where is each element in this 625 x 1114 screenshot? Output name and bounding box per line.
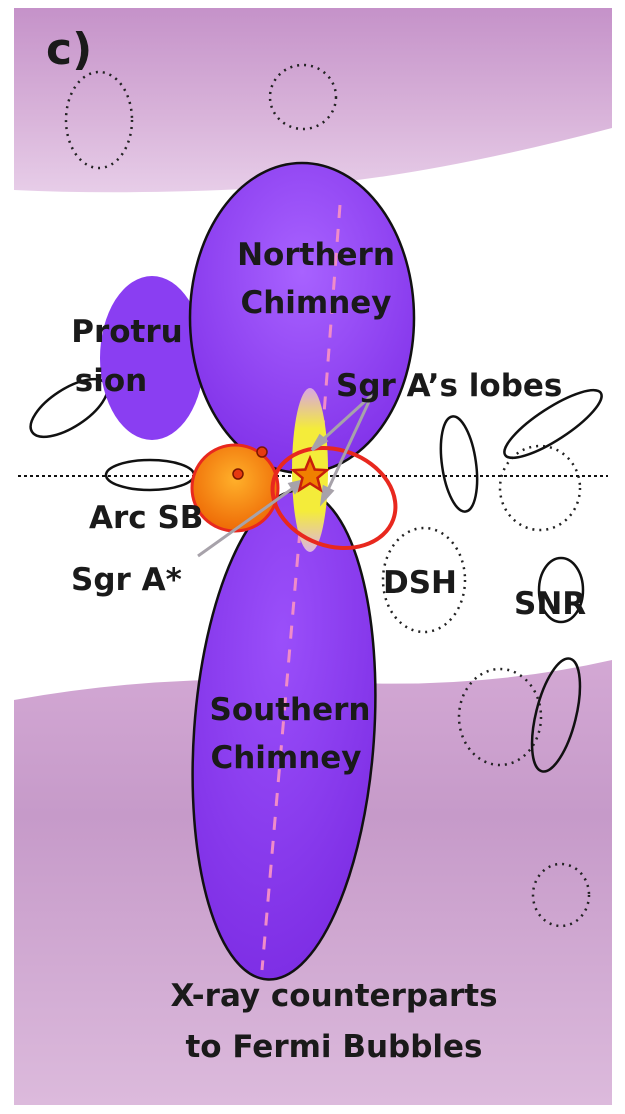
southern-chimney-label-line1: Southern xyxy=(210,692,371,728)
snr-label: SNR xyxy=(514,586,586,622)
arc-sb-bubble xyxy=(192,445,278,531)
panel-label: c) xyxy=(46,24,92,75)
bottom-label-line2: to Fermi Bubbles xyxy=(185,1029,482,1065)
protrusion-label-line1: Protru xyxy=(71,314,182,350)
arc-sb-source xyxy=(233,469,243,479)
dsh-label: DSH xyxy=(383,565,457,601)
arc-sb-label: Arc SB xyxy=(89,500,203,536)
northern-chimney-label-line1: Northern xyxy=(237,237,395,273)
arc-sb-source xyxy=(257,447,267,457)
sgr-a-lobes-label: Sgr A’s lobes xyxy=(336,368,562,404)
sgr-a-star-label: Sgr A* xyxy=(71,562,182,598)
protrusion-label-line2: sion xyxy=(75,363,147,399)
protrusion-blob xyxy=(100,276,204,440)
southern-chimney-label-line2: Chimney xyxy=(210,740,361,776)
northern-chimney-label-line2: Chimney xyxy=(240,285,391,321)
bottom-label-line1: X-ray counterparts xyxy=(170,978,497,1014)
